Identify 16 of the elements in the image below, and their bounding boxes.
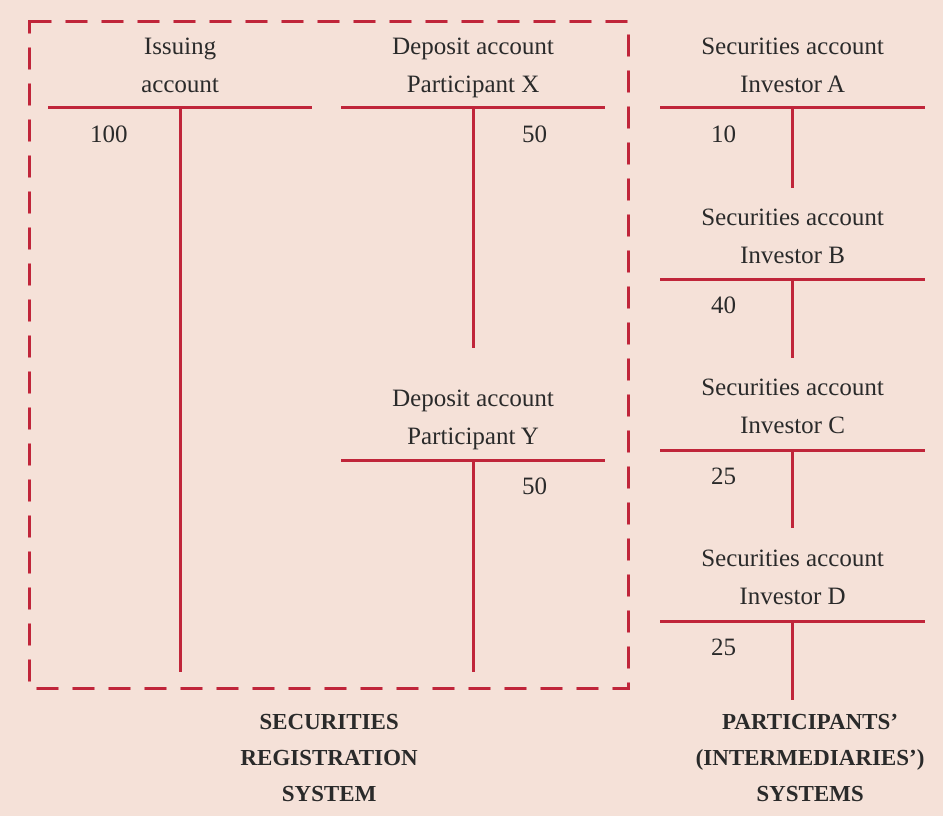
account-balance: 50 — [522, 472, 547, 502]
account-balance: 40 — [711, 291, 736, 321]
account-title: Securities account Investor C — [700, 373, 885, 441]
account-balance: 25 — [711, 462, 736, 492]
account-balance: 100 — [90, 120, 128, 150]
account-title: Securities account Investor D — [700, 544, 885, 612]
account-title: Deposit account Participant X — [391, 32, 555, 100]
account-balance: 50 — [522, 120, 547, 150]
account-balance: 25 — [711, 633, 736, 663]
account-title: Securities account Investor A — [700, 32, 885, 100]
system-caption: PARTICIPANTS’ (INTERMEDIARIES’) SYSTEMS — [694, 708, 926, 808]
account-balance: 10 — [711, 120, 736, 150]
account-title: Securities account Investor B — [700, 203, 885, 271]
system-caption: SECURITIES REGISTRATION SYSTEM — [239, 708, 419, 808]
account-title: Issuing account — [140, 32, 220, 100]
account-title: Deposit account Participant Y — [391, 384, 555, 452]
